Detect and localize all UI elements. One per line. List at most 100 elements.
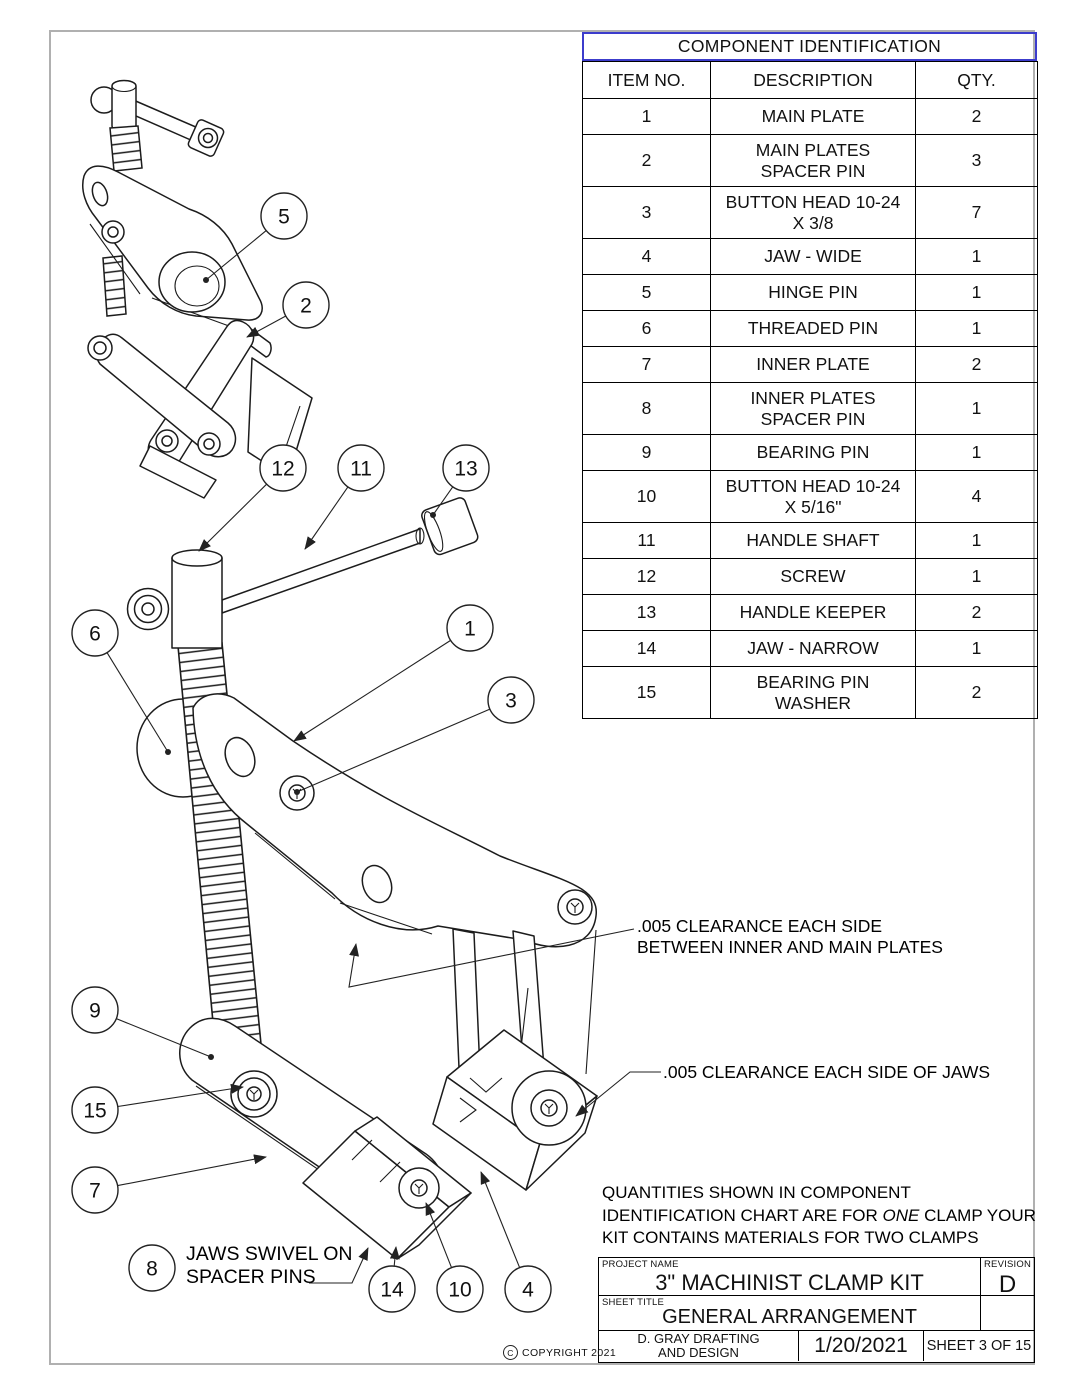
balloon-8: 8 [128,1244,176,1292]
emphasis-one: ONE [882,1205,920,1225]
balloon-12: 12 [259,444,307,492]
balloon-15: 15 [71,1086,119,1134]
svg-text:3: 3 [505,690,517,713]
jaw-block-left [139,445,217,499]
assembled-clamp-view [82,79,313,499]
balloon-11: 11 [337,444,385,492]
sheet-number-cell: SHEET 3 OF 15 [924,1331,1034,1361]
plate-slot [91,181,109,207]
revision-cell: REVISION D [981,1258,1034,1298]
clearance-plates-note: .005 CLEARANCE EACH SIDE BETWEEN INNER A… [637,916,943,957]
balloon-9: 9 [71,986,119,1034]
quantities-note: QUANTITIES SHOWN IN COMPONENT IDENTIFICA… [602,1183,1036,1247]
screw-body [171,557,223,649]
svg-text:14: 14 [380,1279,404,1302]
leader-2 [246,315,287,338]
balloon-13: 13 [442,444,490,492]
jaws-swivel-note: JAWS SWIVEL ON SPACER PINS [186,1243,353,1288]
col-item-no: ITEM NO. [582,61,711,99]
col-qty: QTY. [915,61,1038,99]
main-plate-thickness [254,832,433,935]
inner-plate-edges [89,223,241,331]
sheet-title-label: SHEET TITLE [602,1297,665,1308]
narrow-jaw-side [396,1192,472,1260]
main-plate [192,693,597,948]
date-cell: 1/20/2021 [799,1331,924,1361]
company-cell: D. GRAY DRAFTING AND DESIGN [599,1331,799,1361]
wide-jaw-grooves [459,1077,503,1123]
balloon-4: 4 [504,1265,552,1313]
svg-text:5: 5 [278,206,290,229]
component-identification-table: COMPONENT IDENTIFICATION ITEM NO. DESCRI… [582,32,1038,719]
copyright-line: C COPYRIGHT 2021 [503,1345,616,1360]
screw-hub [111,79,137,133]
svg-text:2: 2 [300,295,312,318]
balloon-6: 6 [71,609,119,657]
sheet-title: GENERAL ARRANGEMENT [662,1305,917,1328]
handle-shaft [221,528,421,614]
sheet-number: SHEET 3 OF 15 [926,1338,1032,1354]
leader-3 [296,708,491,793]
handle-keeper [421,497,479,556]
leader-5 [205,230,267,281]
leader-13 [432,486,454,516]
svg-text:9: 9 [89,1000,101,1023]
svg-text:13: 13 [454,458,477,481]
leader-lines [106,230,661,1284]
table-header-row: ITEM NO. DESCRIPTION QTY. [582,61,1038,99]
narrow-jaw-grooves [351,1139,401,1183]
leader-10 [425,1202,453,1268]
leader-6 [106,652,169,753]
svg-text:6: 6 [89,623,101,646]
leader-9 [116,1018,212,1058]
project-name-cell: PROJECT NAME 3" MACHINIST CLAMP KIT [599,1258,981,1296]
leader-clearance-jaws [575,1071,661,1117]
table-title: COMPONENT IDENTIFICATION [582,32,1037,61]
copyright-text: COPYRIGHT 2021 [522,1346,617,1359]
leader-clearance-plates [348,928,635,988]
balloon-1: 1 [446,604,494,652]
leader-swivel-note [309,1247,369,1284]
leader-7 [117,1154,267,1187]
project-name-label: PROJECT NAME [602,1259,679,1270]
leader-1 [293,639,451,742]
balloon-3: 3 [487,676,535,724]
svg-text:7: 7 [89,1180,101,1203]
revision-value: D [998,1270,1017,1298]
svg-text:10: 10 [448,1279,471,1302]
date-value: 1/20/2021 [814,1334,908,1357]
balloon-callouts: 5 2 12 11 13 6 1 3 9 15 7 8 14 10 4 [71,192,552,1313]
svg-text:12: 12 [271,458,294,481]
leader-15 [117,1083,244,1108]
leader-4 [480,1171,521,1268]
plate-hole-upper [224,736,256,778]
leader-11 [304,486,349,550]
svg-text:8: 8 [146,1258,158,1281]
hinge-boss [158,251,226,313]
project-name: 3" MACHINIST CLAMP KIT [655,1269,924,1295]
svg-text:1: 1 [464,618,476,641]
copyright-symbol: C [503,1345,518,1360]
company-name: D. GRAY DRAFTING AND DESIGN [637,1331,760,1360]
thread-segment-lower [102,255,127,317]
svg-text:11: 11 [350,458,372,481]
thread-segment-upper [109,125,143,172]
svg-text:4: 4 [522,1279,534,1302]
title-block: PROJECT NAME 3" MACHINIST CLAMP KIT REVI… [598,1257,1035,1363]
col-description: DESCRIPTION [710,61,916,99]
clearance-jaws-note: .005 CLEARANCE EACH SIDE OF JAWS [663,1062,991,1082]
